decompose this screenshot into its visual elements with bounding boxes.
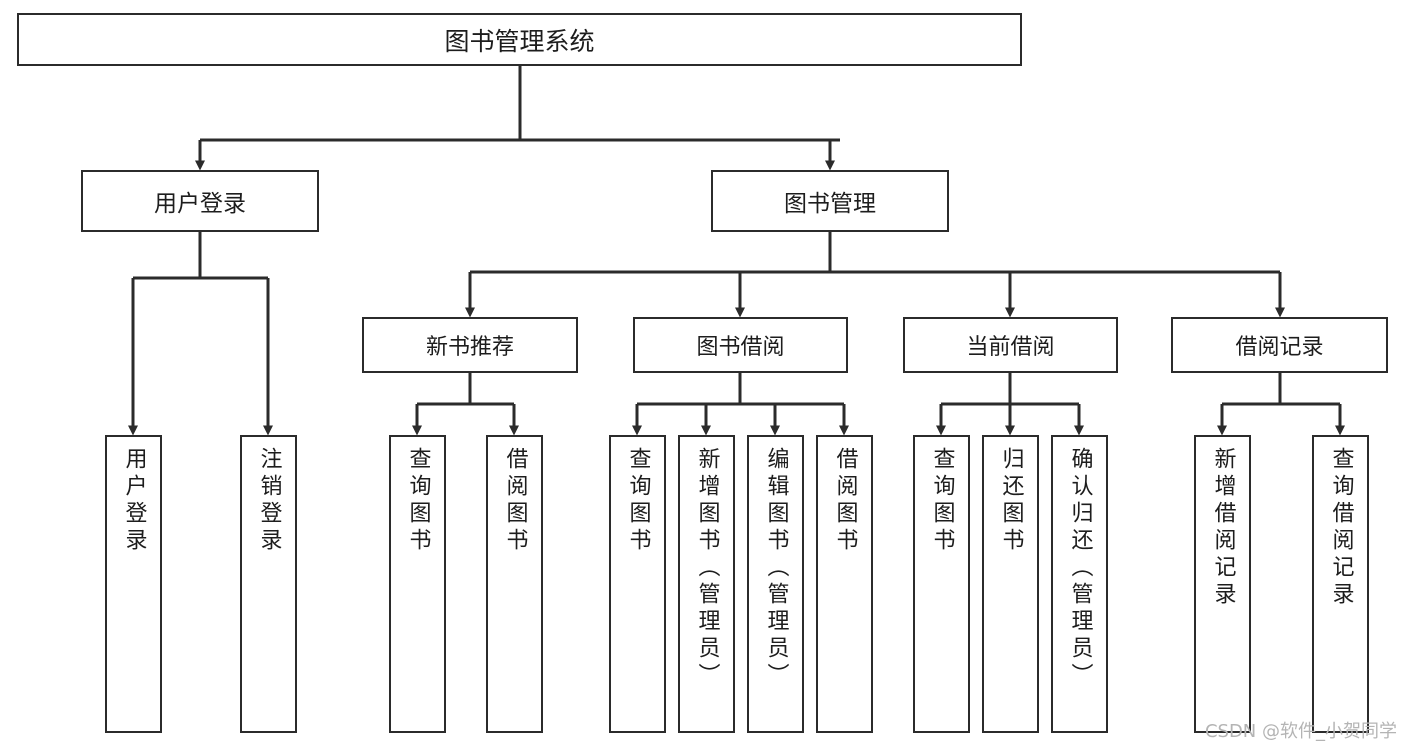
node-leaf-query-book-2[interactable]: 查询图书 [609,435,666,733]
node-user-login[interactable]: 用户登录 [81,170,319,232]
node-leaf-return-book-label: 归还图书 [998,447,1024,555]
node-leaf-edit-book-label: 编辑图书（管理员） [763,447,789,690]
node-book-manage[interactable]: 图书管理 [711,170,949,232]
node-root[interactable]: 图书管理系统 [17,13,1022,66]
node-leaf-confirm-return[interactable]: 确认归还（管理员） [1051,435,1108,733]
node-current-borrow-label: 当前借阅 [966,335,1055,360]
node-leaf-user-login[interactable]: 用户登录 [105,435,162,733]
node-leaf-borrow-book-2-label: 借阅图书 [832,447,858,555]
node-leaf-query-record-label: 查询借阅记录 [1328,447,1354,609]
node-leaf-borrow-book-1[interactable]: 借阅图书 [486,435,543,733]
node-leaf-edit-book[interactable]: 编辑图书（管理员） [747,435,804,733]
node-user-login-label: 用户登录 [154,191,246,217]
node-leaf-query-book-3-label: 查询图书 [929,447,955,555]
node-leaf-logout-login[interactable]: 注销登录 [240,435,297,733]
node-leaf-borrow-book-2[interactable]: 借阅图书 [816,435,873,733]
node-leaf-add-book[interactable]: 新增图书（管理员） [678,435,735,733]
node-leaf-confirm-return-label: 确认归还（管理员） [1067,447,1093,690]
node-leaf-add-record-label: 新增借阅记录 [1210,447,1236,609]
node-leaf-add-book-label: 新增图书（管理员） [694,447,720,690]
node-new-book-recommend[interactable]: 新书推荐 [362,317,578,373]
node-leaf-add-record[interactable]: 新增借阅记录 [1194,435,1251,733]
node-leaf-query-book-1[interactable]: 查询图书 [389,435,446,733]
node-leaf-query-record[interactable]: 查询借阅记录 [1312,435,1369,733]
node-leaf-return-book[interactable]: 归还图书 [982,435,1039,733]
node-new-book-recommend-label: 新书推荐 [425,335,514,360]
node-book-borrow-label: 图书借阅 [696,335,785,360]
node-book-manage-label: 图书管理 [784,191,876,217]
node-borrow-record[interactable]: 借阅记录 [1171,317,1388,373]
node-book-borrow[interactable]: 图书借阅 [633,317,848,373]
node-leaf-user-login-label: 用户登录 [121,447,147,555]
node-leaf-borrow-book-1-label: 借阅图书 [502,447,528,555]
node-root-label: 图书管理系统 [444,26,595,56]
node-borrow-record-label: 借阅记录 [1235,335,1324,360]
node-leaf-query-book-2-label: 查询图书 [625,447,651,555]
node-leaf-query-book-3[interactable]: 查询图书 [913,435,970,733]
watermark: CSDN @软件_小贺同学 [1204,721,1397,742]
node-current-borrow[interactable]: 当前借阅 [903,317,1118,373]
node-leaf-query-book-1-label: 查询图书 [405,447,431,555]
node-leaf-logout-login-label: 注销登录 [256,447,282,555]
